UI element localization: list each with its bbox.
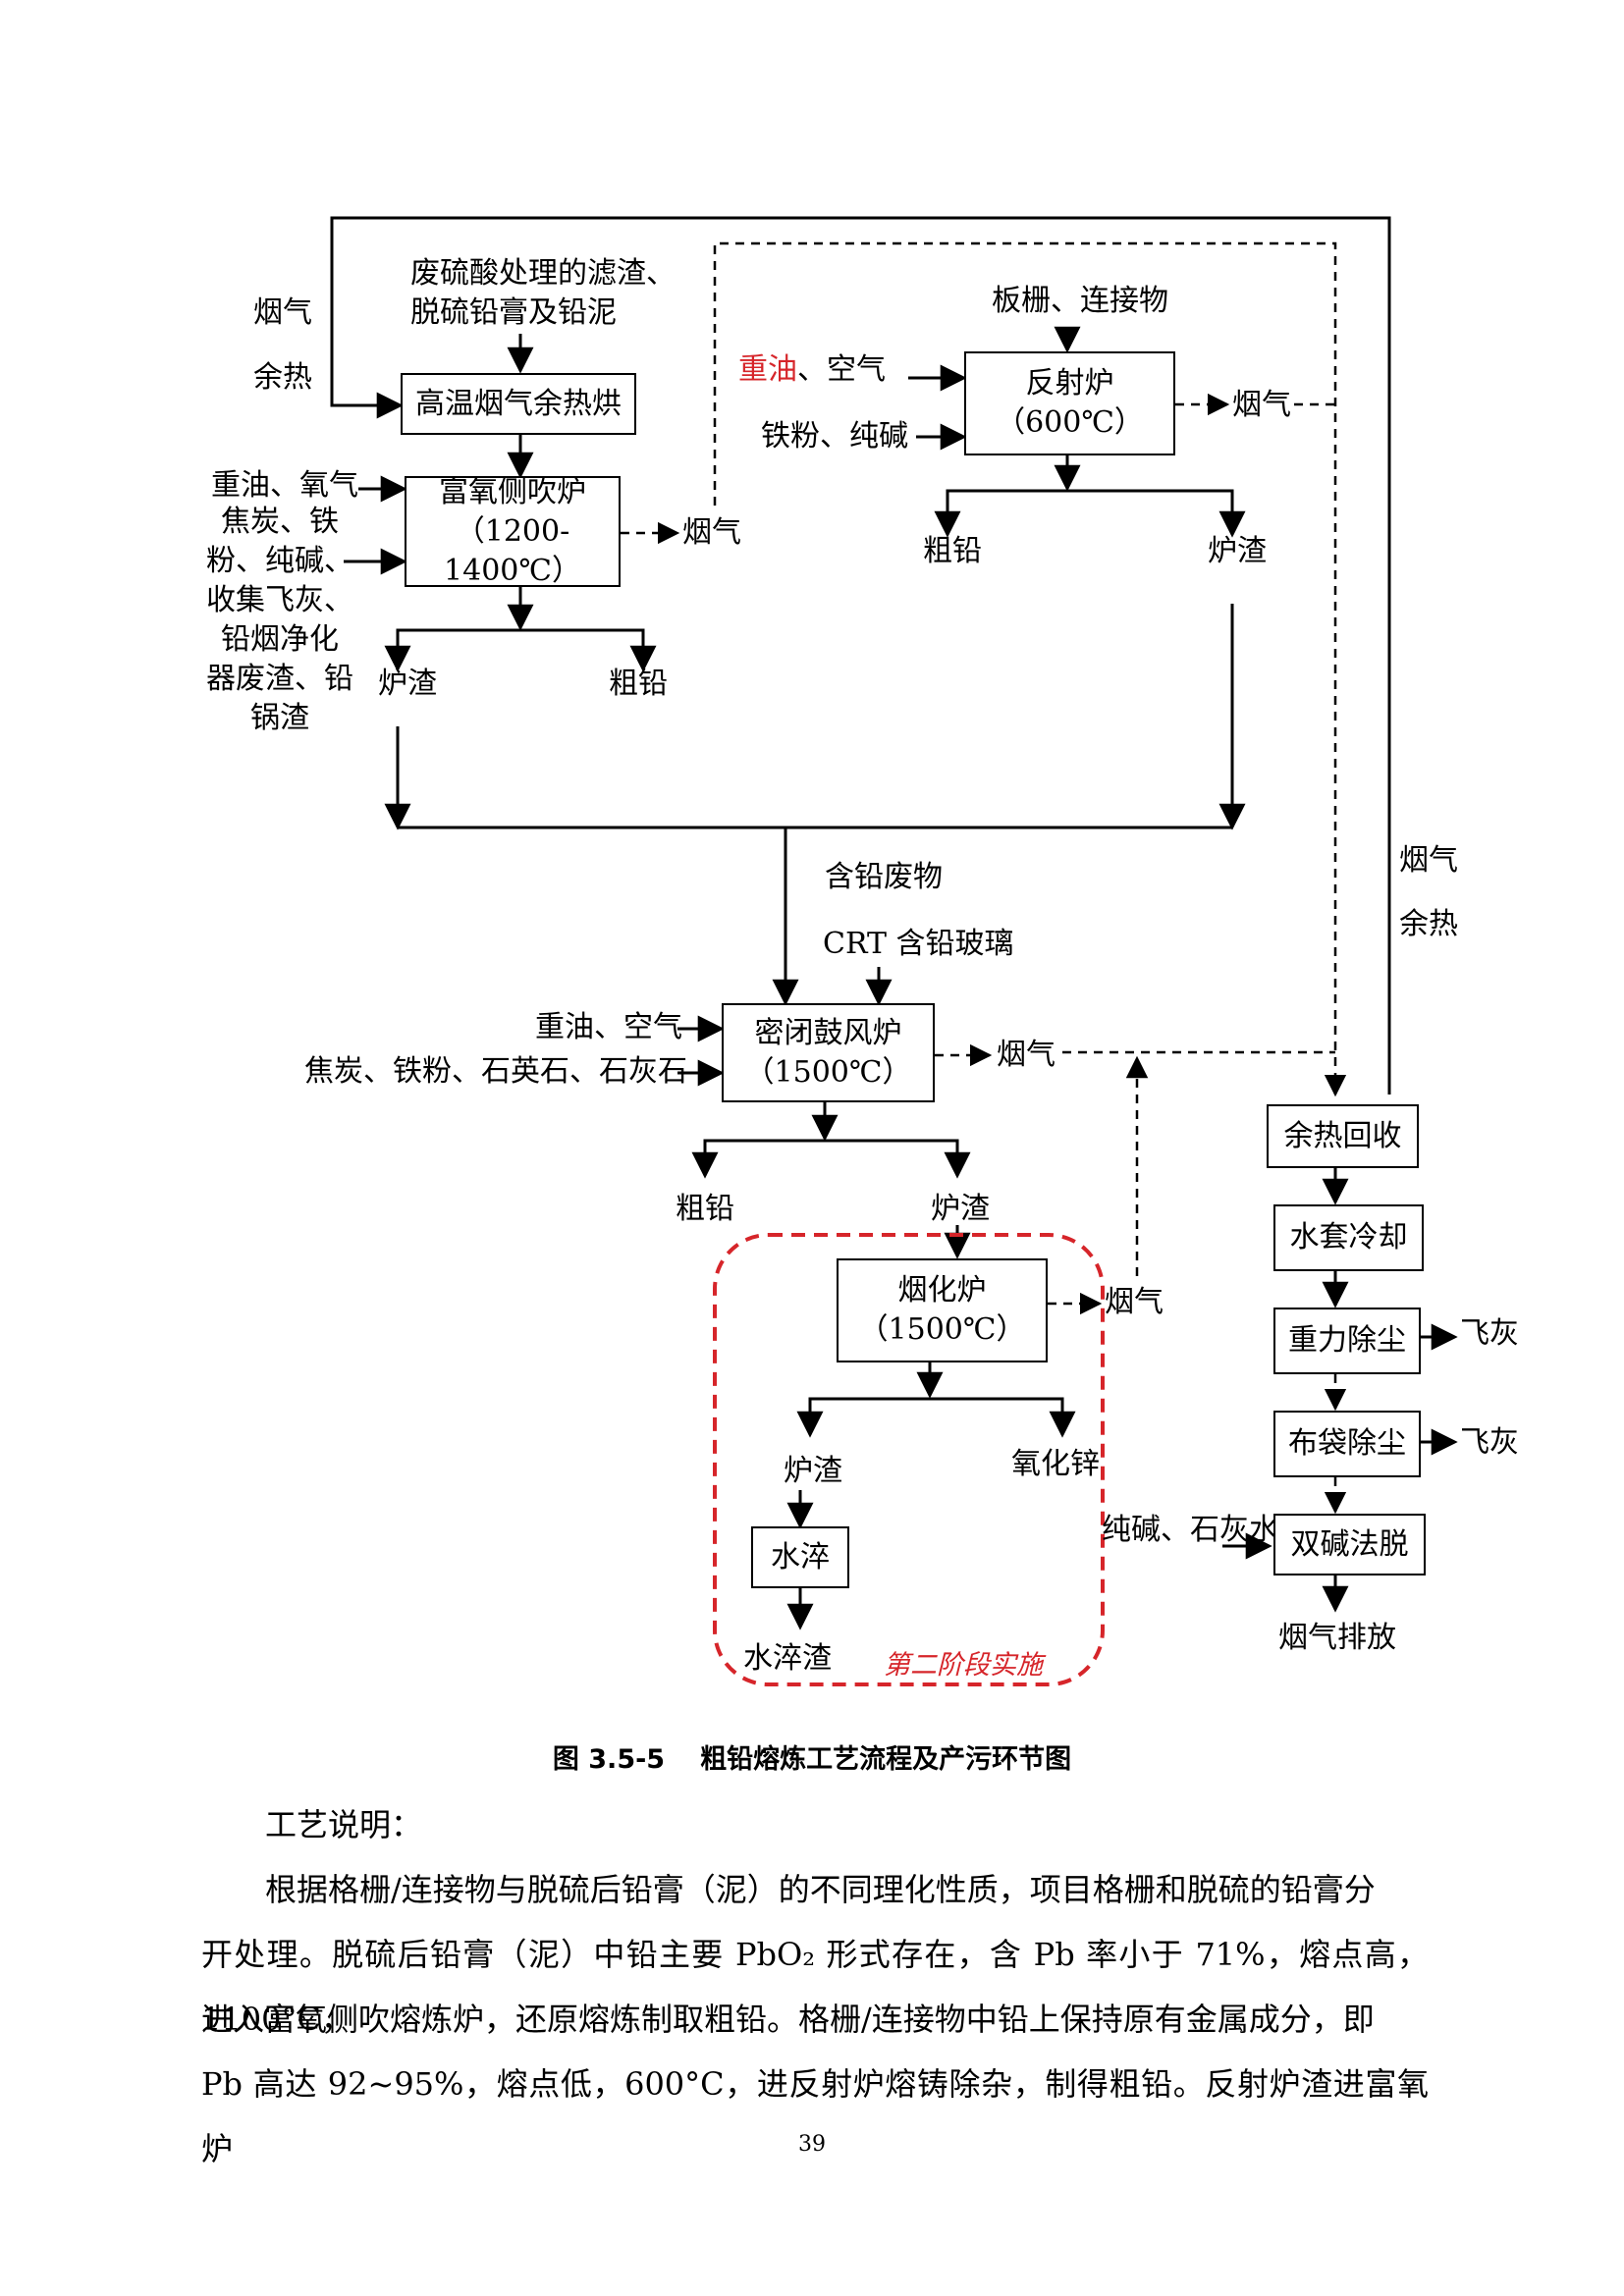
blast-feed-2: 焦炭、铁粉、石英石、石灰石 <box>304 1054 687 1089</box>
side-furnace-flue-label: 烟气 <box>682 515 741 550</box>
side-feed-line4: 收集飞灰、 <box>206 583 353 617</box>
side-furnace-slag-label: 炉渣 <box>378 667 437 701</box>
figure-title: 粗铅熔炼工艺流程及产污环节图 <box>700 1744 1072 1775</box>
blast-feed-1: 重油、空气 <box>535 1010 682 1044</box>
side-feed-line2: 焦炭、铁 <box>221 505 339 539</box>
side-furnace-crude-lead-label: 粗铅 <box>609 667 668 701</box>
heat-recovery-label: 余热回收 <box>1283 1118 1402 1153</box>
heat-recovery-box: 余热回收 <box>1267 1104 1419 1168</box>
figure-caption: 图 3.5-5 粗铅熔炼工艺流程及产污环节图 <box>0 1737 1624 1776</box>
right-heat-label: 余热 <box>1399 907 1458 941</box>
stage-two-label: 第二阶段实施 <box>884 1650 1043 1681</box>
heavy-oil-text: 重油 <box>738 352 797 387</box>
feed-top-line2: 脱硫铅膏及铅泥 <box>410 295 617 330</box>
side-feed-line1: 重油、氧气 <box>211 468 358 503</box>
quench-slag-label: 水淬渣 <box>743 1641 832 1676</box>
air-text: 、空气 <box>797 352 886 387</box>
alkali-feed-label: 纯碱、石灰水 <box>1102 1513 1278 1547</box>
blast-furnace-box: 密闭鼓风炉 （1500℃） <box>722 1003 935 1102</box>
blast-crude-lead-label: 粗铅 <box>676 1192 734 1226</box>
bag-dust-label: 布袋除尘 <box>1288 1426 1406 1461</box>
water-cooling-label: 水套冷却 <box>1289 1220 1408 1255</box>
fly-ash-label-1: 飞灰 <box>1460 1316 1519 1351</box>
crt-glass-label: CRT 含铅玻璃 <box>823 927 1014 961</box>
reverb-oil-air-label: 重油、空气 <box>738 353 886 387</box>
side-furnace-temp: （1200-1400℃） <box>444 513 581 588</box>
fuming-furnace-temp: （1500℃） <box>858 1312 1026 1347</box>
stage-two-boundary <box>713 1233 1105 1686</box>
fuming-slag-label: 炉渣 <box>784 1454 842 1488</box>
waste-heat-label: 余热 <box>253 360 312 395</box>
fuming-furnace-name: 烟化炉 <box>897 1273 987 1308</box>
paragraph-line-4: Pb 高达 92~95%，熔点低，600°C，进反射炉熔铸除杂，制得粗铅。反射炉… <box>201 2065 1429 2167</box>
blast-furnace-name: 密闭鼓风炉 <box>754 1015 902 1050</box>
quench-box: 水淬 <box>751 1526 849 1588</box>
side-furnace-name: 富氧侧吹炉 <box>439 474 586 509</box>
grid-feed-label: 板栅、连接物 <box>992 284 1168 318</box>
paragraph-line-3: 进入富氧侧吹熔炼炉，还原熔炼制取粗铅。格栅/连接物中铅上保持原有金属成分，即 <box>201 2001 1375 2038</box>
figure-number: 图 3.5-5 <box>552 1744 666 1775</box>
quench-label: 水淬 <box>771 1539 830 1575</box>
reverb-flue-label: 烟气 <box>1232 388 1291 422</box>
lead-waste-label: 含铅废物 <box>825 860 943 894</box>
reverberatory-furnace-box: 反射炉 （600℃） <box>964 351 1175 455</box>
fuming-flue-label: 烟气 <box>1105 1285 1164 1319</box>
fly-ash-label-2: 飞灰 <box>1460 1425 1519 1460</box>
paragraph-line-1: 根据格栅/连接物与脱硫后铅膏（泥）的不同理化性质，项目格栅和脱硫的铅膏分 <box>265 1871 1376 1908</box>
flue-exhaust-label: 烟气排放 <box>1278 1621 1396 1655</box>
dual-alkali-label: 双碱法脱 <box>1290 1526 1409 1562</box>
dual-alkali-box: 双碱法脱 <box>1273 1514 1426 1575</box>
flow-lines <box>330 216 1458 1686</box>
blast-furnace-temp: （1500℃） <box>744 1054 912 1090</box>
blast-slag-label: 炉渣 <box>931 1192 990 1226</box>
side-feed-line7: 锅渣 <box>250 701 309 735</box>
flue-gas-label: 烟气 <box>253 295 312 330</box>
feed-top-line1: 废硫酸处理的滤渣、 <box>410 256 676 291</box>
blast-flue-label: 烟气 <box>997 1038 1056 1072</box>
side-blow-furnace-box: 富氧侧吹炉 （1200-1400℃） <box>405 474 621 588</box>
zinc-oxide-label: 氧化锌 <box>1011 1447 1100 1481</box>
dryer-label: 高温烟气余热烘 <box>415 386 622 421</box>
right-flue-label: 烟气 <box>1399 843 1458 878</box>
dryer-box: 高温烟气余热烘 <box>401 373 636 435</box>
side-feed-line6: 器废渣、铅 <box>206 662 353 696</box>
side-feed-line3: 粉、纯碱、 <box>206 544 353 578</box>
process-flow-diagram: 废硫酸处理的滤渣、 脱硫铅膏及铅泥 烟气 余热 高温烟气余热烘 重油、氧气 焦炭… <box>206 216 1519 1686</box>
reverb-furnace-name: 反射炉 <box>1025 366 1114 400</box>
bag-dust-box: 布袋除尘 <box>1273 1411 1421 1477</box>
section-heading: 工艺说明： <box>265 1806 423 1843</box>
water-cooling-box: 水套冷却 <box>1273 1204 1424 1271</box>
gravity-dust-box: 重力除尘 <box>1273 1308 1421 1374</box>
gravity-dust-label: 重力除尘 <box>1288 1323 1406 1358</box>
reverb-crude-lead-label: 粗铅 <box>923 534 982 568</box>
reverb-iron-soda-label: 铁粉、纯碱 <box>761 419 908 454</box>
reverb-furnace-temp: （600℃） <box>996 405 1144 440</box>
side-feed-line5: 铅烟净化 <box>221 622 339 657</box>
paragraph-line-2: 开处理。脱硫后铅膏（泥）中铅主要 PbO₂ 形式存在，含 Pb 率小于 71%，… <box>201 1936 1429 2038</box>
fuming-furnace-box: 烟化炉 （1500℃） <box>837 1258 1048 1362</box>
page-number: 39 <box>798 2132 826 2157</box>
reverb-slag-label: 炉渣 <box>1208 534 1267 568</box>
